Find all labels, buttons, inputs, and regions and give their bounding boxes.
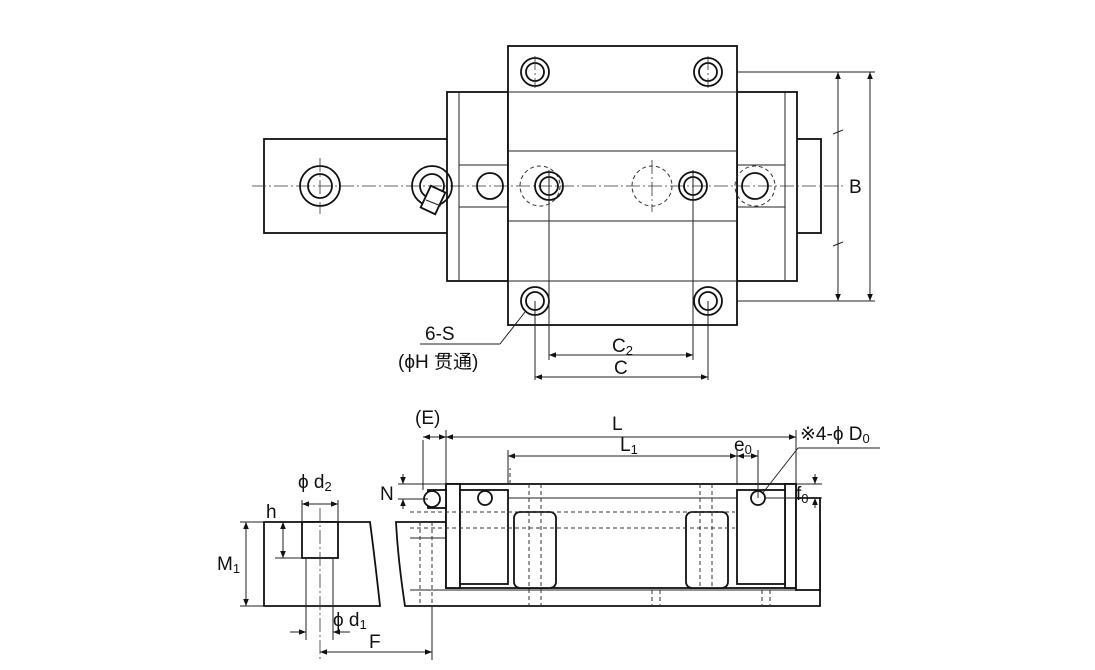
grease-nipple-top bbox=[419, 184, 447, 216]
label-e0: e0 bbox=[734, 435, 752, 457]
label-f: F bbox=[369, 632, 381, 653]
label-m1: M1 bbox=[217, 554, 240, 576]
label-c: C bbox=[614, 358, 628, 379]
label-d1: ϕ d1 bbox=[333, 610, 367, 632]
side-view: (E) L L1 e0 ※4-ϕ D0 f0 N ϕ d2 bbox=[217, 408, 880, 660]
label-6-s: 6-S bbox=[425, 324, 455, 345]
rail-side bbox=[263, 521, 382, 607]
label-h: h bbox=[266, 502, 277, 523]
label-e: (E) bbox=[415, 408, 440, 429]
label-l1: L1 bbox=[620, 435, 638, 457]
rail-hole-1 bbox=[299, 158, 341, 214]
end-plate-right-top bbox=[736, 91, 798, 282]
label-f0: f0 bbox=[796, 484, 809, 506]
top-view: C2 C B 6-S (ϕH 贯通) bbox=[252, 45, 875, 380]
label-d0: ※4-ϕ D0 bbox=[800, 424, 870, 446]
label-c2: C2 bbox=[612, 336, 633, 358]
label-l: L bbox=[612, 414, 623, 435]
grease-nipple-side bbox=[423, 489, 447, 509]
label-b: B bbox=[849, 177, 862, 198]
label-d2: ϕ d2 bbox=[298, 472, 332, 494]
label-phi-h: (ϕH 贯通) bbox=[398, 351, 478, 373]
rail-hole-3 bbox=[476, 172, 504, 200]
label-n: N bbox=[380, 484, 394, 505]
